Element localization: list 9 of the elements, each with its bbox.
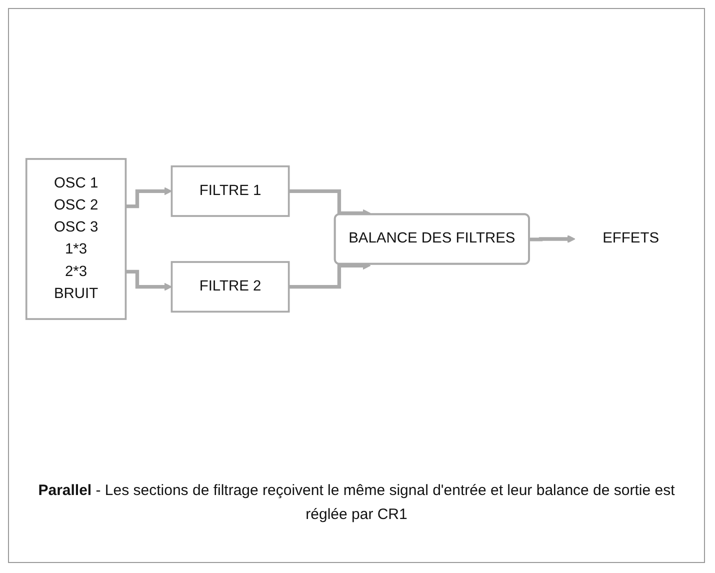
caption: Parallel - Les sections de filtrage reçoivent le même signal d'entrée et leur balance de sortie est réglée par CR1: [37, 481, 676, 525]
node-text: EFFETS: [602, 230, 660, 246]
arrow: [126, 270, 172, 291]
node-box: OSC 1 OSC 2 OSC 3 1*3 2*3 BRUIT: [25, 158, 127, 320]
arrow: [126, 187, 172, 208]
arrow: [529, 234, 576, 244]
arrow: [288, 262, 371, 289]
node-box: FILTRE 1: [170, 165, 290, 217]
node-box: FILTRE 2: [170, 261, 290, 313]
